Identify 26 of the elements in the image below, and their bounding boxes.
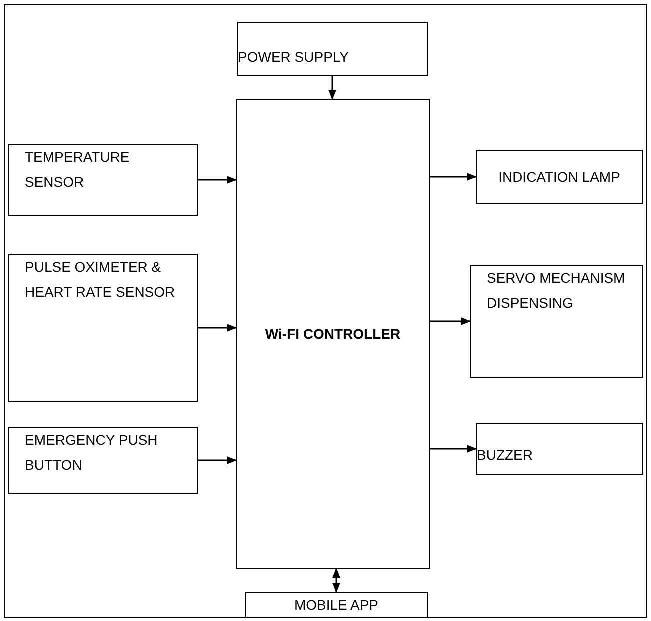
block-box xyxy=(476,150,643,204)
block-label: MOBILE APP xyxy=(294,596,379,615)
arrow xyxy=(430,173,477,181)
block-box xyxy=(476,423,643,475)
arrow xyxy=(198,324,237,332)
block-label: INDICATION LAMP xyxy=(498,168,620,187)
arrow xyxy=(328,76,336,100)
block-box xyxy=(8,144,198,216)
block-label: Wi-FI CONTROLLER xyxy=(265,324,401,344)
block-box xyxy=(8,254,198,402)
block-box xyxy=(237,22,428,76)
arrow xyxy=(198,456,237,464)
block-box xyxy=(245,592,428,618)
block-box xyxy=(470,265,643,378)
arrow xyxy=(430,445,477,453)
block-label: POWER SUPPLY xyxy=(238,48,349,67)
arrow xyxy=(332,568,340,593)
block-label: PULSE OXIMETER & HEART RATE SENSOR xyxy=(25,258,176,302)
block-label: EMERGENCY PUSH BUTTON xyxy=(25,431,159,474)
block-box xyxy=(236,99,430,569)
block-label: TEMPERATURE SENSOR xyxy=(25,148,131,192)
arrow xyxy=(430,318,471,326)
block-label: SERVO MECHANISM DISPENSING xyxy=(487,269,626,312)
block-label: BUZZER xyxy=(477,446,533,465)
arrow xyxy=(198,176,237,184)
block-box xyxy=(8,427,198,494)
